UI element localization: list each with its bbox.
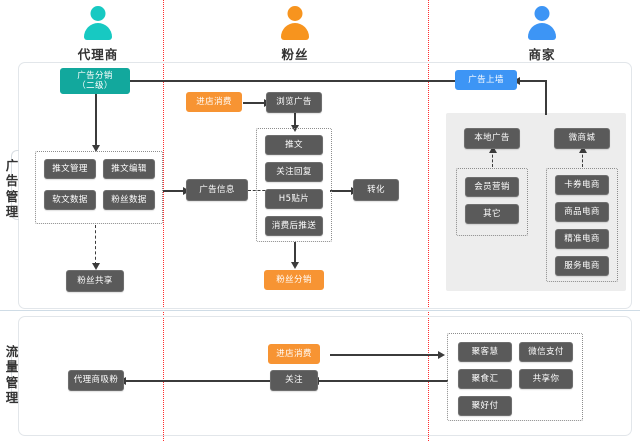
traffic-management-brace — [11, 350, 19, 402]
node-fans-data[interactable]: 粉丝数据 — [103, 190, 155, 210]
node-tweet-edit[interactable]: 推文编辑 — [103, 159, 155, 179]
connector-products-to-follow — [318, 380, 448, 382]
section-label-traffic-management: 流量管理 — [5, 344, 19, 405]
node-local-ad[interactable]: 本地广告 — [464, 128, 520, 149]
section-traffic-management-frame — [18, 316, 632, 436]
node-jukehui[interactable]: 聚客慧 — [458, 342, 512, 362]
node-follow-reply[interactable]: 关注回复 — [265, 162, 323, 182]
node-post-consume-push[interactable]: 消费后推送 — [265, 216, 323, 236]
connector-channels-to-fansdistribution — [294, 242, 296, 264]
node-micro-mall[interactable]: 微商城 — [554, 128, 610, 149]
group-fan-channels — [256, 128, 332, 242]
node-follow[interactable]: 关注 — [270, 370, 318, 391]
node-tweet[interactable]: 推文 — [265, 135, 323, 155]
node-ad-distribution-line1: 广告分销 — [77, 70, 113, 81]
connector-channels-to-adinfo — [248, 190, 270, 191]
group-agent-tools — [35, 151, 163, 224]
node-precision-ecommerce[interactable]: 精准电商 — [555, 229, 609, 249]
arrowhead-up — [488, 146, 497, 153]
connector-mallitems-to-micromall — [582, 150, 583, 167]
node-juhaofu[interactable]: 聚好付 — [458, 396, 512, 416]
actor-merchant: 商家 — [482, 6, 602, 63]
connector-follow-to-agentattract — [125, 380, 270, 382]
actor-fans: 粉丝 — [235, 6, 355, 63]
connector-localaditems-to-localad — [492, 150, 493, 167]
actor-agent-label: 代理商 — [77, 47, 119, 62]
node-tweet-management[interactable]: 推文管理 — [44, 159, 96, 179]
connector-agenttools-to-fansshare — [95, 225, 96, 265]
node-other[interactable]: 其它 — [465, 204, 519, 224]
node-softtext-data[interactable]: 软文数据 — [44, 190, 96, 210]
section-rule-top — [0, 310, 640, 311]
connector-adupload-to-addistribution — [125, 80, 455, 82]
connector-addistribution-to-agenttools — [95, 94, 97, 146]
section-label-ad-management: 广告管理 — [5, 158, 19, 219]
connector-browsead-to-channels — [294, 113, 296, 127]
actor-agent: 代理商 — [38, 6, 158, 63]
node-service-ecommerce[interactable]: 服务电商 — [555, 256, 609, 276]
node-ad-distribution[interactable]: 广告分销 （二级） — [60, 68, 130, 94]
connector-panel-to-adupload-vertical — [545, 80, 547, 115]
node-goods-ecommerce[interactable]: 商品电商 — [555, 202, 609, 222]
node-ad-upload[interactable]: 广告上墙 — [455, 70, 517, 90]
person-icon — [278, 6, 312, 40]
node-browse-ad[interactable]: 浏览广告 — [266, 92, 322, 113]
section-ad-management-frame — [18, 62, 632, 309]
actor-fans-label: 粉丝 — [281, 47, 309, 62]
node-jushihui[interactable]: 聚食汇 — [458, 369, 512, 389]
node-enter-store-consume-traffic[interactable]: 进店消费 — [268, 344, 320, 364]
connector-consume-to-products — [330, 354, 440, 356]
connector-agenttools-to-adinfo — [163, 190, 185, 192]
swimlane-divider-right — [428, 0, 429, 441]
arrowhead-down — [91, 145, 100, 152]
node-fans-distribution[interactable]: 粉丝分销 — [264, 270, 324, 290]
group-local-ad-items — [456, 168, 528, 236]
node-wechat-pay[interactable]: 微信支付 — [519, 342, 573, 362]
node-card-coupon-ecommerce[interactable]: 卡券电商 — [555, 175, 609, 195]
node-gongxiangni[interactable]: 共享你 — [519, 369, 573, 389]
node-member-marketing[interactable]: 会员营销 — [465, 177, 519, 197]
node-conversion[interactable]: 转化 — [353, 179, 399, 201]
swimlane-divider-left — [163, 0, 164, 441]
node-fans-share[interactable]: 粉丝共享 — [66, 270, 124, 292]
group-micro-mall-items — [546, 168, 618, 282]
connector-panel-to-adupload-horizontal — [518, 80, 546, 82]
node-agent-attract-fans[interactable]: 代理商吸粉 — [68, 370, 124, 391]
node-ad-info[interactable]: 广告信息 — [186, 179, 248, 201]
person-icon — [81, 6, 115, 40]
arrowhead-up — [578, 146, 587, 153]
person-icon — [525, 6, 559, 40]
ad-management-brace — [11, 150, 19, 220]
arrowhead-down — [91, 263, 100, 270]
connector-consume-to-browsead — [243, 102, 266, 104]
actor-merchant-label: 商家 — [528, 47, 556, 62]
node-h5-sticker[interactable]: H5贴片 — [265, 189, 323, 209]
node-enter-store-consume-ad[interactable]: 进店消费 — [186, 92, 242, 112]
arrowhead-right — [438, 350, 445, 359]
connector-channels-to-conversion — [330, 190, 353, 192]
group-products — [447, 333, 583, 421]
node-ad-distribution-line2: （二级） — [77, 81, 113, 91]
arrowhead-down — [290, 262, 299, 269]
